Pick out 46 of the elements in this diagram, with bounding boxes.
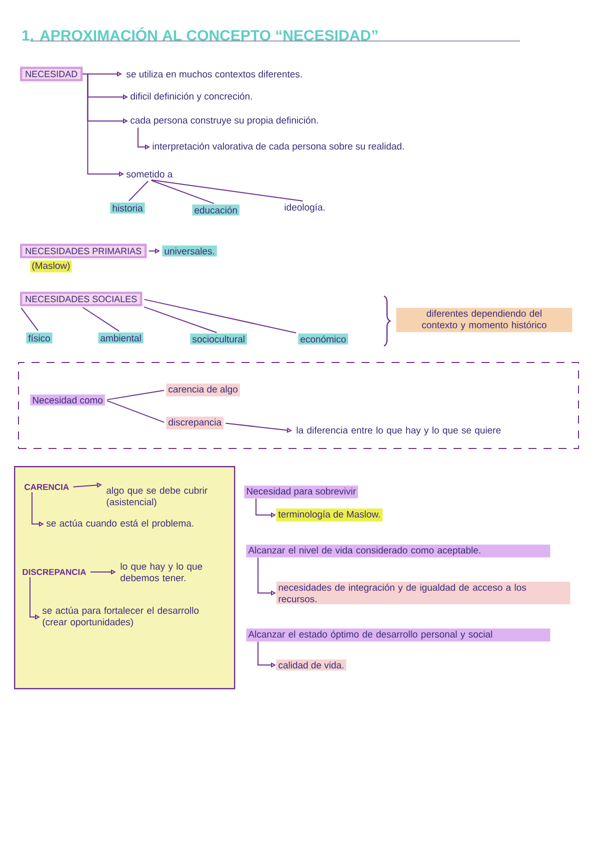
note-text: Alcanzar el nivel de vida considerado como aceptable. [246,544,550,558]
keyword: historia [110,202,145,214]
keyword: educación [192,204,240,216]
keyword: Necesidad como [30,394,105,406]
keyword: calidad de vida. [276,660,346,670]
note-text: sometido a [126,170,173,178]
term-label: DISCREPANCIA [22,569,86,575]
concept-box: NECESIDADES PRIMARIAS [20,244,147,258]
note-card [14,466,236,690]
note-text: necesidades de integración y de igualdad de acceso a los recursos. [276,582,570,604]
dashed-frame [18,362,579,449]
note-text: la diferencia entre lo que hay y lo que se quiere [296,426,501,436]
connector-line [150,179,304,202]
note-text: se actúa para fortalecer el desarrollo (crear oportunidades) [42,606,199,628]
connector-line [150,180,214,204]
note-text: dificil definición y concreción. [130,92,252,102]
note-text: se actúa cuando está el problema. [46,520,194,528]
keyword: sociocultural [190,334,247,344]
keyword: carencia de algo [166,384,240,396]
concept-box: NECESIDADES SOCIALES [20,292,142,306]
note-text: lo que hay y lo que debemos tener. [120,562,202,582]
connector-line [82,306,120,332]
term-label: CARENCIA [24,484,69,490]
note-text: diferentes dependiendo del contexto y momento histórico [396,308,572,332]
title: 1. APROXIMACIÓN AL CONCEPTO “NECESIDAD” [22,27,378,41]
beside-note: (Maslow) [30,260,72,272]
keyword: Necesidad para sobrevivir [244,486,358,498]
connector-line [106,390,165,400]
connector-line [106,400,165,423]
keyword: universales. [162,246,217,256]
connector-line [128,180,149,202]
keyword: ideología. [284,204,325,212]
connector-line [20,307,39,332]
note-text: cada persona construye su propia definición. [130,116,318,126]
connector-line [144,306,218,334]
concept-box: NECESIDAD [20,66,83,82]
keyword: discrepancia [166,416,224,430]
keyword: terminología de Maslow. [276,508,383,522]
note-text: se utiliza en muchos contextos diferentes. [126,70,302,78]
keyword: físico [26,332,52,344]
keyword: ambiental [98,332,144,344]
note-text: algo que se debe cubrir (asistencial) [106,486,208,508]
note-text: interpretación valorativa de cada persona sobre su realidad. [152,142,404,152]
note-text: Alcanzar el estado óptimo de desarrollo personal y social [246,628,550,642]
connector-line [144,298,297,334]
keyword: económico [298,333,348,345]
